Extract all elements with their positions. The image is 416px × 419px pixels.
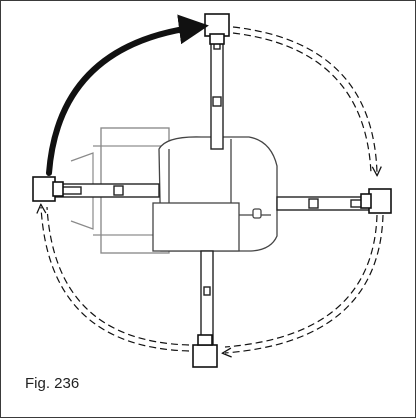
dashed-arrow-right-to-bottom-inner (224, 214, 378, 348)
cylinder-position-left (32, 176, 64, 202)
horizontal-arm (52, 183, 378, 211)
dashed-arrow-top-to-right-inner (232, 32, 372, 174)
figure-caption: Fig. 236 (25, 375, 80, 392)
dashed-arrow-bottom-to-left-inner (46, 206, 190, 346)
machine-body (152, 136, 278, 252)
rotation-arrow-solid (46, 14, 209, 176)
cylinder-position-top (204, 13, 230, 45)
rotation-arrows-dashed (41, 26, 384, 353)
cylinder-position-bottom (192, 334, 218, 368)
dashed-arrow-top-to-right (232, 26, 377, 173)
cylinder-position-right (360, 188, 392, 214)
dashed-arrow-bottom-to-left (41, 207, 190, 352)
